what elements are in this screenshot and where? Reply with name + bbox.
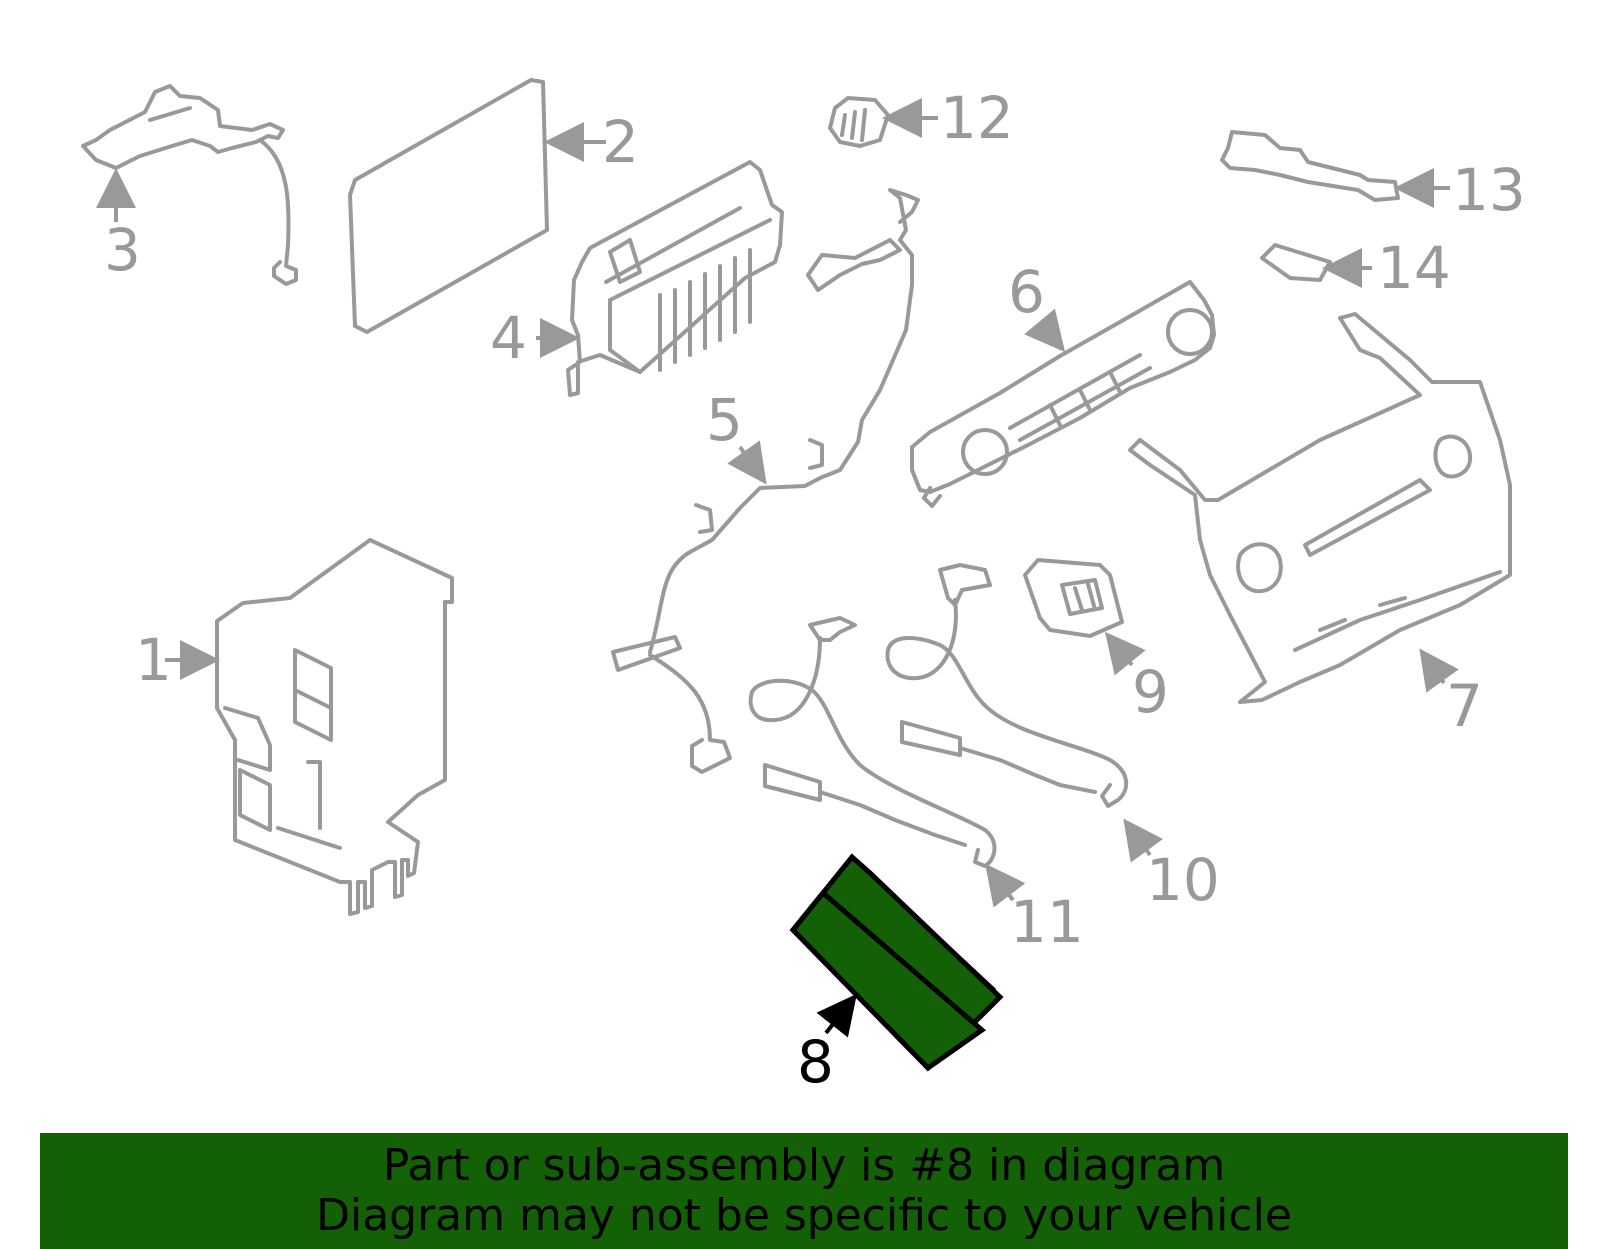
callout-10[interactable]: 10 [1146, 846, 1220, 914]
leader-lines [96, 98, 1459, 1038]
part-1-bracket[interactable] [215, 538, 454, 916]
part-10-harness[interactable] [885, 563, 1129, 808]
callout-9[interactable]: 9 [1132, 658, 1169, 726]
callout-8[interactable]: 8 [797, 1028, 834, 1096]
callout-6[interactable]: 6 [1008, 258, 1045, 326]
part-11-harness[interactable] [748, 616, 997, 868]
part-9-switch[interactable] [1023, 558, 1124, 638]
part-12-clip[interactable] [828, 96, 890, 148]
info-banner: Part or sub-assembly is #8 in diagram Di… [40, 1133, 1568, 1249]
part-5-harness[interactable] [611, 188, 920, 774]
callout-13[interactable]: 13 [1452, 156, 1526, 224]
part-13-cable[interactable] [1220, 130, 1400, 202]
banner-line-2: Diagram may not be specific to your vehi… [316, 1190, 1292, 1241]
callout-2[interactable]: 2 [602, 108, 639, 176]
callout-1[interactable]: 1 [135, 626, 172, 694]
part-3-harness[interactable] [81, 84, 298, 286]
part-14-clip[interactable] [1260, 243, 1332, 282]
callout-3[interactable]: 3 [104, 216, 141, 284]
callout-7[interactable]: 7 [1446, 672, 1483, 740]
part-4-module[interactable] [566, 160, 784, 397]
callout-14[interactable]: 14 [1377, 234, 1451, 302]
callout-5[interactable]: 5 [706, 386, 743, 454]
callout-12[interactable]: 12 [940, 84, 1014, 152]
banner-line-1: Part or sub-assembly is #8 in diagram [382, 1140, 1226, 1191]
part-6-control-panel[interactable] [910, 280, 1216, 508]
callout-4[interactable]: 4 [490, 304, 527, 372]
part-2-panel[interactable] [348, 78, 549, 334]
part-8-display-highlighted[interactable] [789, 853, 1004, 1072]
callout-11[interactable]: 11 [1010, 888, 1084, 956]
part-7-bezel[interactable] [1128, 312, 1512, 704]
callout-numbers: 1 2 3 4 5 6 7 8 9 10 11 12 13 14 [104, 84, 1526, 1096]
